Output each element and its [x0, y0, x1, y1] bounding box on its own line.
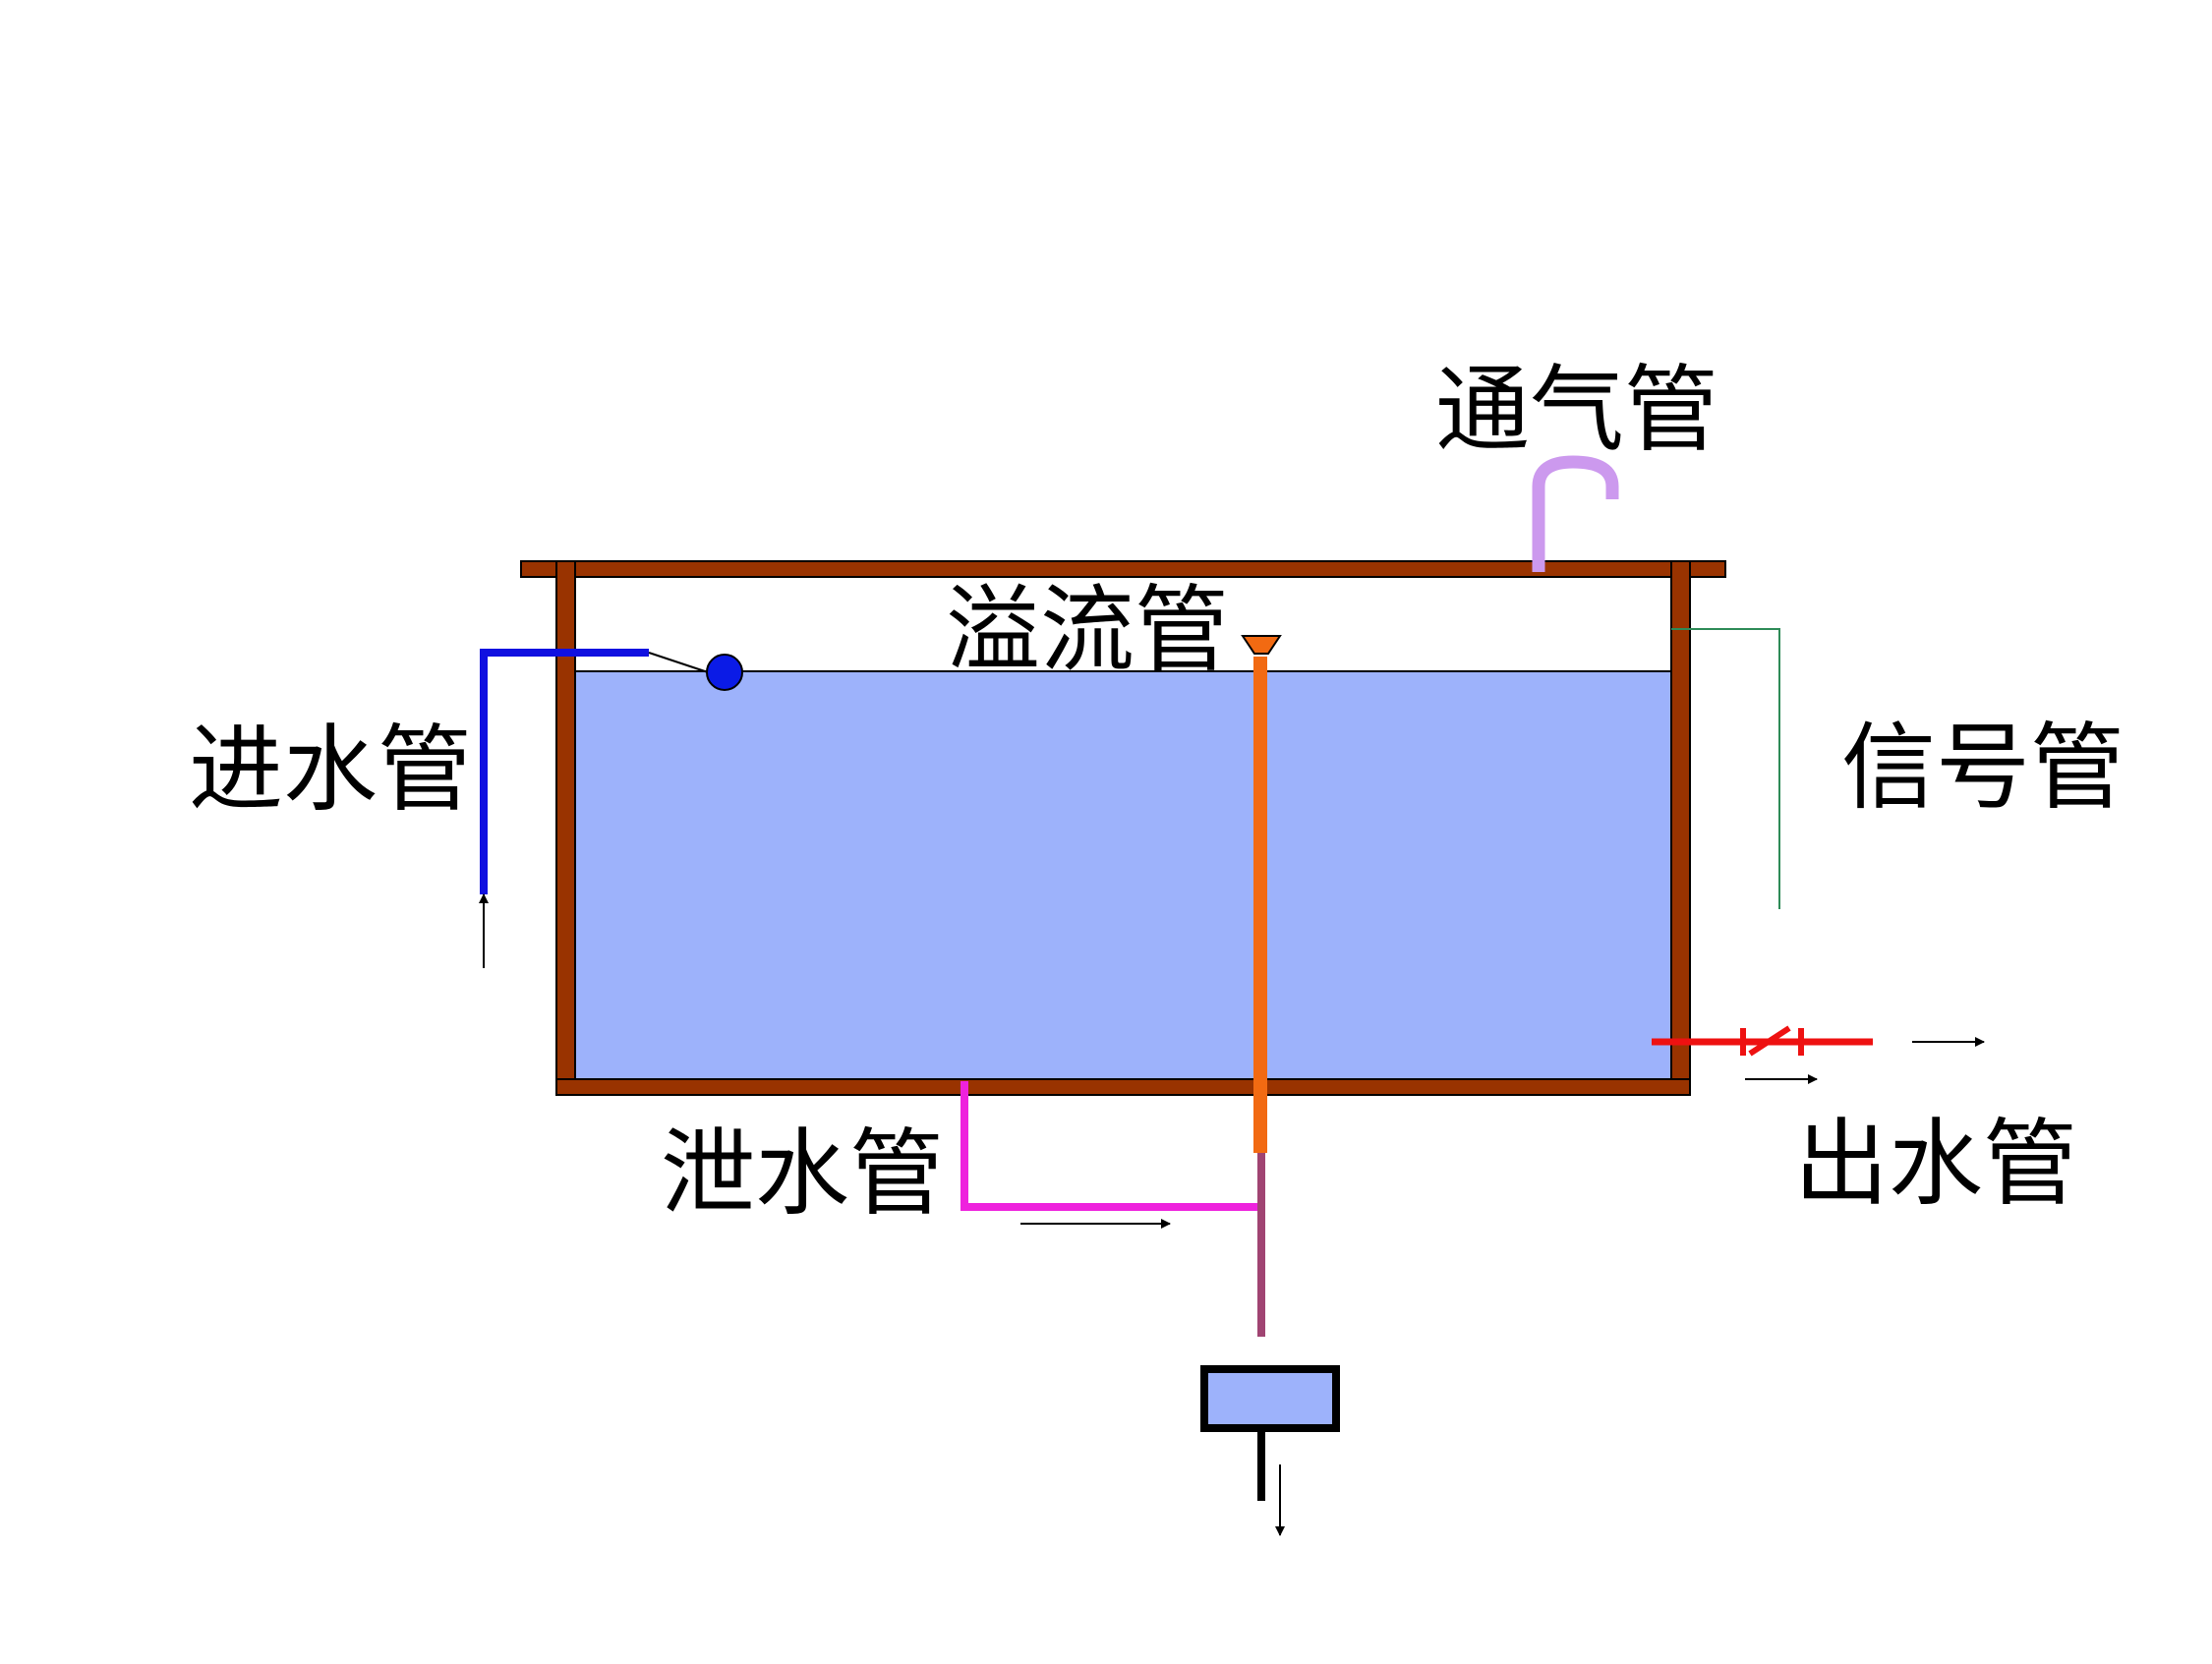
label-drain-pipe: 泄水管 [661, 1119, 944, 1229]
water-body [575, 671, 1671, 1081]
tank-lid [520, 560, 1726, 578]
label-vent-pipe: 通气管 [1435, 355, 1718, 465]
drain-pipe [960, 1081, 1261, 1211]
tank-left-wall [555, 560, 576, 1096]
label-inlet-pipe: 进水管 [189, 715, 472, 825]
inlet-pipe [480, 649, 649, 894]
overflow-funnel-icon [1241, 635, 1282, 655]
tank-right-wall [1670, 560, 1691, 1096]
vent-pipe [1532, 455, 1619, 572]
float-arm [648, 652, 709, 673]
gate-valve-icon [1740, 1025, 1804, 1057]
label-outlet-pipe: 出水管 [1794, 1109, 2077, 1219]
catch-basin [1200, 1365, 1340, 1432]
tank [520, 560, 1726, 1096]
float-ball-icon [706, 654, 743, 691]
label-signal-pipe: 信号管 [1841, 713, 2125, 823]
tank-bottom [555, 1078, 1691, 1096]
overflow-pipe [1253, 657, 1267, 1153]
label-overflow-pipe: 溢流管 [946, 575, 1229, 685]
signal-pipe [1671, 628, 1780, 909]
